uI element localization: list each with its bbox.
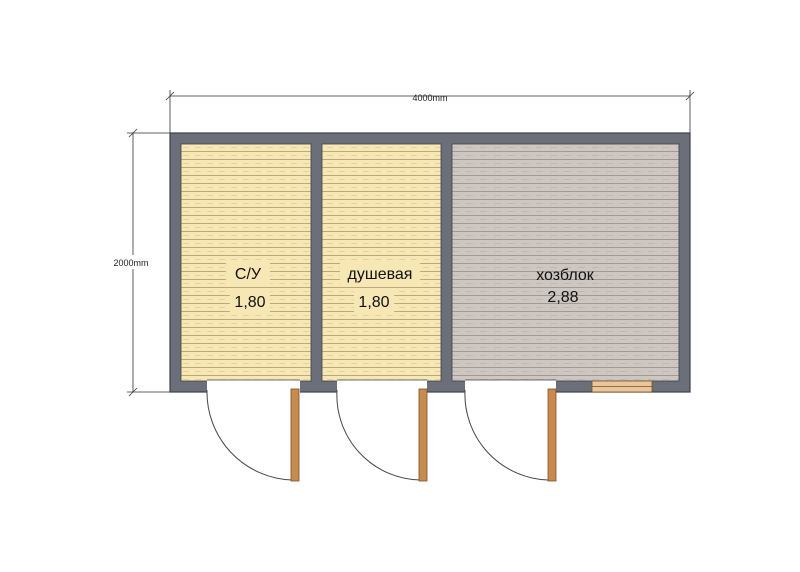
height-dimension-tick-bottom [128, 387, 138, 397]
height-dimension-label: 2000mm [113, 258, 148, 268]
door-leaf-shower [418, 388, 428, 482]
height-dimension: 2000mm [105, 128, 170, 397]
room-area-bg-wc [230, 290, 270, 312]
width-dimension-tick-left [165, 91, 175, 101]
door-swing-arc-storage [464, 389, 549, 481]
width-dimension-tick-right [685, 91, 695, 101]
room-name-storage: хозблок [536, 267, 595, 284]
room-area-wc: 1,80 [234, 294, 265, 311]
width-dimension: 4000mm [165, 90, 695, 133]
door-opening-wc [207, 380, 300, 393]
room-floor-storage [451, 143, 680, 382]
room-label-bg-wc [226, 262, 270, 284]
room-name-shower: душевая [348, 266, 413, 283]
door-leaf-storage [547, 388, 557, 482]
door-swing-arc-wc [206, 389, 293, 481]
room-area-shower: 1,80 [358, 294, 389, 311]
room-label-bg-shower [340, 262, 420, 284]
height-dimension-tick-top [128, 128, 138, 138]
width-dimension-label: 4000mm [412, 93, 447, 103]
room-area-bg-shower [354, 290, 394, 312]
room-name-wc: С/У [235, 266, 262, 283]
door-swing-arc-shower [336, 389, 421, 481]
door-leaf-wc [290, 388, 300, 482]
height-dimension-label-bg [105, 255, 157, 269]
door-opening-storage [465, 380, 556, 393]
room-area-storage: 2,88 [547, 289, 578, 306]
door-opening-shower [337, 380, 427, 393]
